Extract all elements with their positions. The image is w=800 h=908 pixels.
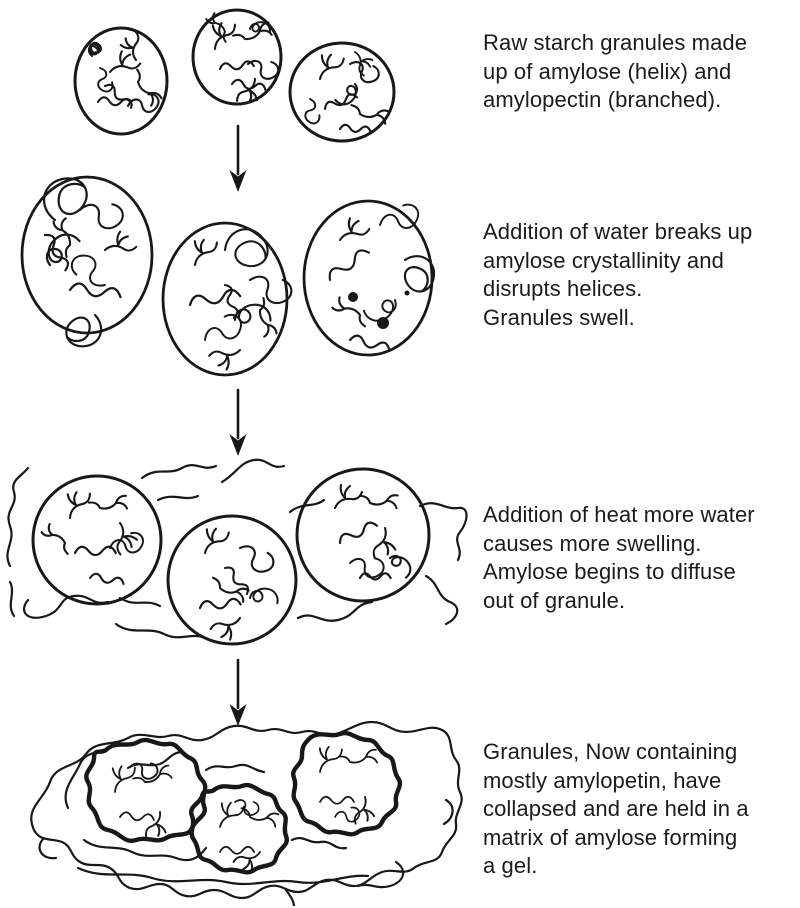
- caption-line: causes more swelling.: [483, 530, 702, 556]
- granule-squiggles: [40, 476, 416, 642]
- granule-outline: [73, 26, 169, 136]
- granule-outline: [295, 467, 431, 603]
- granule-outline: [20, 175, 154, 335]
- stage-4-gel-matrix-figure: [30, 720, 463, 906]
- caption-line: Amylose begins to diffuse: [483, 559, 736, 584]
- stage-1-caption: Raw starch granules made up of amylose (…: [483, 29, 798, 115]
- granule-outline: [191, 8, 283, 106]
- caption-line: Addition of heat more water: [483, 502, 755, 527]
- caption-line: Raw starch granules made: [483, 30, 748, 55]
- down-arrow-icon: [229, 124, 247, 192]
- stage-4-caption: Granules, Now containing mostly amylopet…: [483, 738, 798, 881]
- stage-3-diffusing-granules-figure: [6, 458, 468, 646]
- stage-2-swollen-granules-figure: [20, 171, 436, 377]
- granule-squiggles: [36, 171, 436, 373]
- amylopectin-squiggles: [106, 733, 384, 874]
- amylose-matrix-strands: [30, 720, 463, 906]
- dense-spot: [377, 317, 389, 329]
- caption-line: mostly amylopetin, have: [483, 767, 722, 793]
- dense-spot: [348, 292, 358, 302]
- caption-line: amylopectin (branched).: [483, 87, 722, 112]
- caption-line: collapsed and are held in a: [483, 796, 749, 821]
- caption-line: disrupts helices.: [483, 276, 643, 301]
- stage-2-caption: Addition of water breaks up amylose crys…: [483, 218, 798, 332]
- caption-line: a gel.: [483, 853, 538, 878]
- down-arrow-icon: [229, 388, 247, 456]
- caption-line: matrix of amylose forming: [483, 824, 738, 850]
- collapsed-granule-outlines: [84, 730, 403, 875]
- caption-line: amylose crystallinity and: [483, 247, 724, 273]
- stage-1-raw-granules-figure: [73, 8, 396, 143]
- caption-line: up of amylose (helix) and: [483, 58, 732, 84]
- caption-line: out of granule.: [483, 587, 626, 613]
- diffusing-amylose-strands: [6, 458, 468, 640]
- granule-outline: [302, 199, 434, 357]
- caption-line: Granules swell.: [483, 304, 635, 330]
- caption-line: Granules, Now containing: [483, 739, 738, 764]
- caption-line: Addition of water breaks up: [483, 219, 753, 244]
- granule-outline: [288, 41, 396, 143]
- down-arrow-icon: [229, 658, 247, 726]
- granule-outline: [166, 514, 298, 646]
- dense-spot: [404, 290, 410, 296]
- stage-3-caption: Addition of heat more water causes more …: [483, 501, 798, 615]
- granule-outline: [31, 474, 163, 606]
